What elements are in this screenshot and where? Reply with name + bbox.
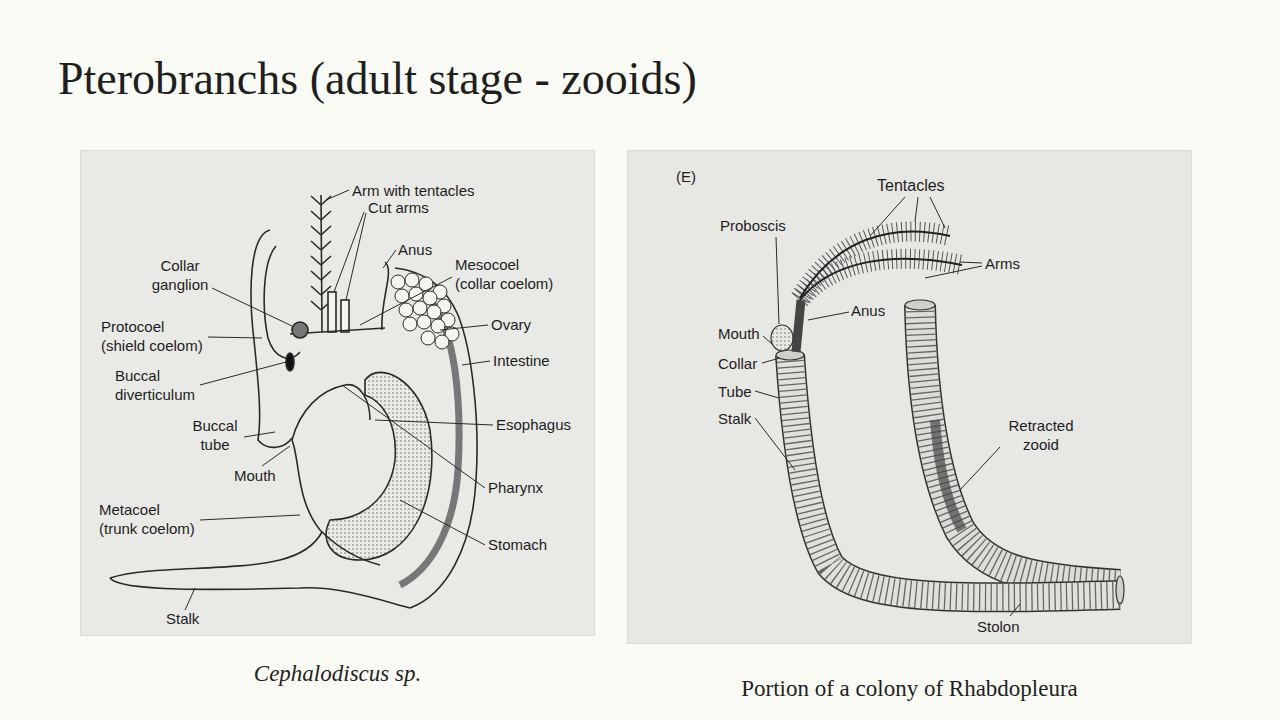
- part-label: Esophagus: [496, 415, 571, 434]
- part-label: Mouth: [718, 324, 760, 343]
- part-label: Cut arms: [368, 198, 429, 217]
- part-label: Buccal diverticulum: [115, 366, 205, 404]
- part-label: Pharynx: [488, 478, 543, 497]
- part-label: (E): [676, 167, 696, 186]
- figure-caption: Cephalodiscus sp.: [41, 661, 634, 687]
- panel-ground: [80, 150, 595, 636]
- part-label: Collar ganglion: [145, 256, 215, 294]
- cephalodiscus-drawing: [110, 195, 477, 608]
- part-label: Mesocoel (collar coelom): [455, 255, 559, 293]
- part-label: Proboscis: [720, 216, 786, 235]
- part-label: Tube: [718, 382, 752, 401]
- part-label: Intestine: [493, 351, 550, 370]
- rhabdopleura-drawing: [771, 231, 1124, 604]
- figure-panel: Portion of a colony of Rhabdopleura: [627, 150, 1192, 644]
- slide-title: Pterobranchs (adult stage - zooids): [58, 52, 697, 105]
- part-label: Stalk: [718, 409, 751, 428]
- part-label: Protocoel (shield coelom): [101, 317, 207, 355]
- part-label: Buccal tube: [185, 416, 245, 454]
- part-label: Metacoel (trunk coelom): [99, 500, 199, 538]
- part-label: Anus: [398, 240, 432, 259]
- leader-line: [185, 190, 493, 610]
- part-label: Tentacles: [877, 176, 945, 196]
- part-label: Ovary: [491, 315, 531, 334]
- part-label: Stolon: [977, 617, 1020, 636]
- part-label: Mouth: [234, 466, 276, 485]
- part-label: Collar: [718, 354, 757, 373]
- part-label: Arms: [985, 254, 1020, 273]
- part-label: Anus: [851, 301, 885, 320]
- figure-caption: Portion of a colony of Rhabdopleura: [588, 676, 1231, 702]
- part-label: Arm with tentacles: [352, 181, 475, 200]
- leader-line: [755, 197, 1020, 616]
- part-label: Stalk: [166, 609, 199, 628]
- part-label: Stomach: [488, 535, 547, 554]
- panel-ground: [627, 150, 1192, 644]
- part-label: Retracted zooid: [1001, 416, 1081, 454]
